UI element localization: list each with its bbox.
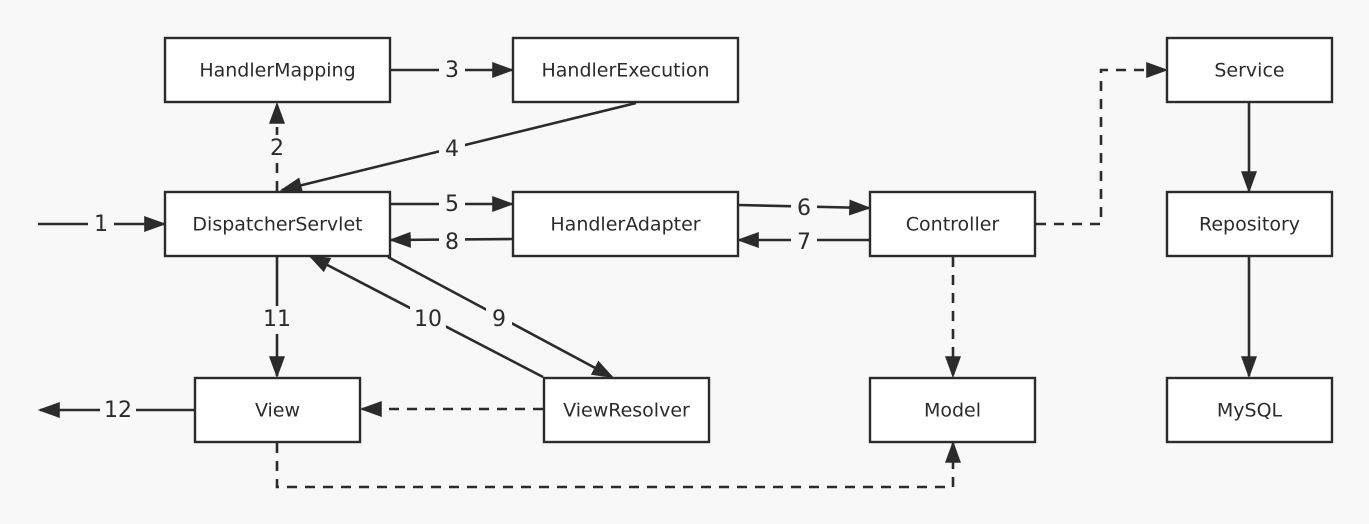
nodes: HandlerMapping HandlerExecution Dispatch… [163, 36, 1334, 444]
node-dispatcher-servlet: DispatcherServlet [163, 190, 392, 258]
node-label-handler-mapping: HandlerMapping [199, 60, 355, 82]
edge-7: 7 [736, 228, 869, 256]
node-handler-execution: HandlerExecution [511, 36, 740, 104]
edge-4: 4 [279, 101, 637, 194]
edge-label-10: 10 [414, 307, 442, 332]
edge-5: 5 [390, 191, 515, 219]
edge-12: 12 [37, 396, 194, 424]
edge-label-12: 12 [104, 398, 132, 423]
edge-2: 2 [264, 101, 290, 191]
node-label-service: Service [1214, 60, 1284, 82]
edge-label-1: 1 [94, 212, 108, 237]
node-service: Service [1165, 36, 1334, 104]
edge-view-to-model [275, 440, 961, 489]
edge-label-3: 3 [445, 58, 459, 83]
edge-6: 6 [737, 195, 872, 223]
node-label-mysql: MySQL [1217, 400, 1283, 422]
edge-8: 8 [388, 229, 513, 257]
edge-label-2: 2 [270, 136, 284, 161]
edge-10: 10 [308, 254, 544, 379]
node-controller: Controller [868, 190, 1037, 258]
edge-label-5: 5 [445, 192, 459, 217]
node-handler-mapping: HandlerMapping [163, 36, 392, 104]
edge-label-4: 4 [445, 137, 459, 162]
node-view-resolver: ViewResolver [542, 376, 711, 444]
edge-1: 1 [38, 210, 167, 238]
node-label-handler-adapter: HandlerAdapter [550, 214, 700, 236]
edge-11: 11 [259, 257, 295, 379]
edge-9: 9 [387, 255, 614, 379]
node-label-dispatcher-servlet: DispatcherServlet [192, 214, 362, 236]
edge-label-6: 6 [797, 196, 811, 221]
node-repository: Repository [1165, 190, 1334, 258]
node-view: View [193, 376, 362, 444]
node-label-repository: Repository [1199, 214, 1300, 236]
node-label-handler-execution: HandlerExecution [541, 60, 709, 82]
edge-3: 3 [390, 56, 515, 84]
edge-label-9: 9 [492, 307, 506, 332]
edge-label-8: 8 [445, 230, 459, 255]
node-mysql: MySQL [1165, 376, 1334, 444]
node-handler-adapter: HandlerAdapter [511, 190, 740, 258]
edges: 1 2 3 4 5 6 [37, 56, 1257, 489]
edge-label-11: 11 [263, 307, 291, 332]
node-label-view-resolver: ViewResolver [563, 400, 690, 422]
node-model: Model [868, 376, 1037, 444]
node-label-controller: Controller [906, 214, 1000, 236]
node-label-view: View [255, 400, 300, 422]
edge-label-7: 7 [797, 230, 811, 255]
edge-controller-to-service [1036, 62, 1169, 226]
node-label-model: Model [924, 400, 981, 422]
